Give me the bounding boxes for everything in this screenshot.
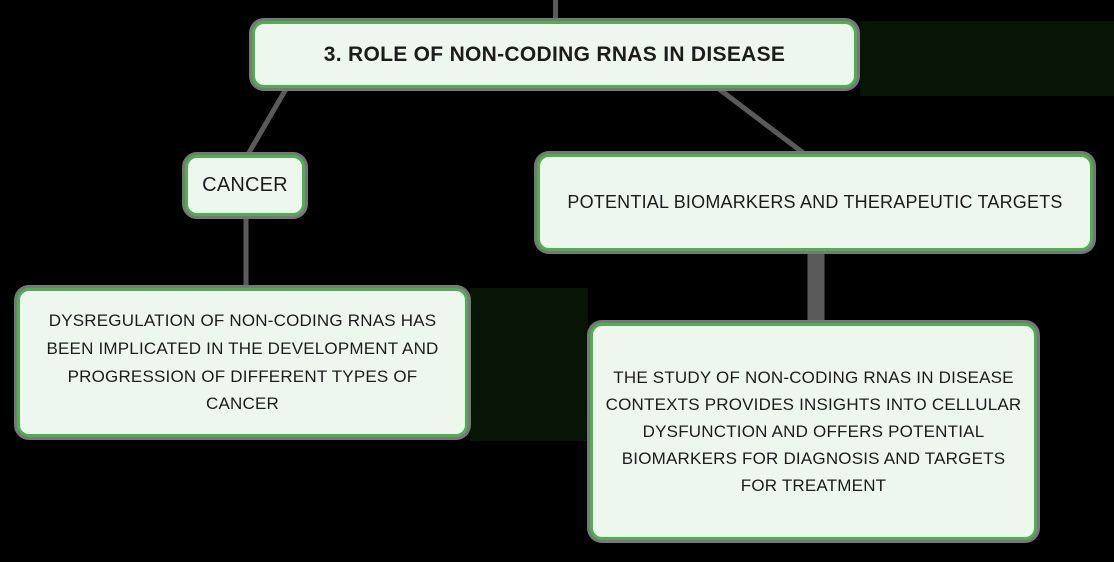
connector-root-to-biomarkers <box>717 87 808 157</box>
node-topic-cancer: CANCER <box>185 155 305 216</box>
node-detail-biomarkers: THE STUDY OF NON-CODING RNAS IN DISEASE … <box>590 323 1037 540</box>
background-tint-band-top <box>860 21 1114 96</box>
background-tint-band-middle <box>470 288 588 441</box>
node-topic-cancer-label: CANCER <box>202 174 288 196</box>
connector-root-to-cancer <box>244 87 289 158</box>
node-topic-biomarkers: POTENTIAL BIOMARKERS AND THERAPEUTIC TAR… <box>537 154 1093 251</box>
node-root-title-label: 3. ROLE OF NON-CODING RNAS IN DISEASE <box>323 42 786 66</box>
node-topic-biomarkers-label: POTENTIAL BIOMARKERS AND THERAPEUTIC TAR… <box>567 192 1063 212</box>
node-detail-cancer-label: DYSREGULATION OF NON-CODING RNAS HAS BEE… <box>46 311 439 414</box>
node-detail-biomarkers-label: THE STUDY OF NON-CODING RNAS IN DISEASE … <box>605 367 1022 496</box>
node-root-title: 3. ROLE OF NON-CODING RNAS IN DISEASE <box>252 21 857 88</box>
node-detail-cancer: DYSREGULATION OF NON-CODING RNAS HAS BEE… <box>17 288 468 437</box>
